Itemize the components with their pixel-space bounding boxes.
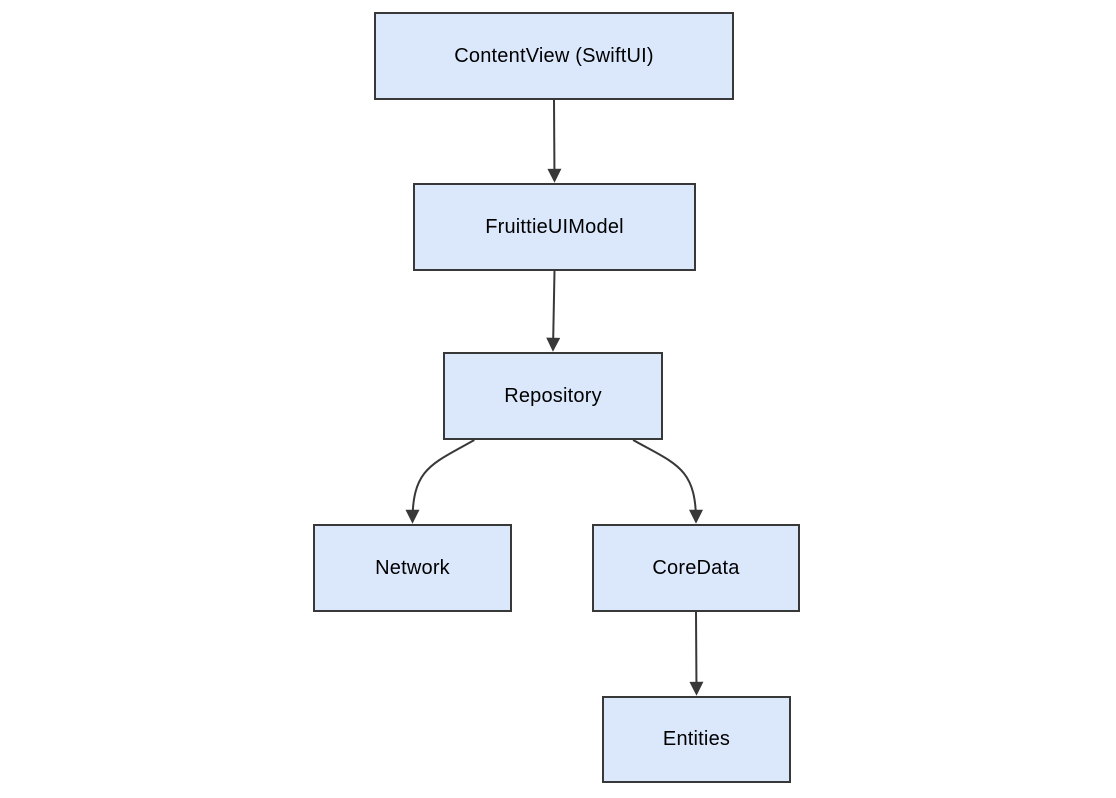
node-network: Network — [313, 524, 512, 612]
node-label-coredata: CoreData — [652, 556, 740, 579]
edge-coredata-to-entities — [689, 611, 704, 696]
edge-repository-to-coredata — [632, 439, 703, 524]
node-label-repository: Repository — [504, 384, 602, 407]
edge-contentview-to-fruittieuimodel — [547, 99, 562, 183]
node-fruittieuimodel: FruittieUIModel — [413, 183, 696, 271]
node-label-fruittieuimodel: FruittieUIModel — [485, 215, 624, 238]
node-label-contentview: ContentView (SwiftUI) — [454, 44, 654, 67]
node-contentview: ContentView (SwiftUI) — [374, 12, 734, 100]
node-label-entities: Entities — [662, 728, 731, 750]
node-coredata: CoreData — [592, 524, 800, 612]
edge-fruittieuimodel-to-repository — [546, 270, 561, 352]
node-entities: Entities — [602, 696, 791, 783]
node-label-network: Network — [375, 556, 450, 579]
node-repository: Repository — [443, 352, 663, 440]
edge-repository-to-network — [405, 439, 475, 524]
